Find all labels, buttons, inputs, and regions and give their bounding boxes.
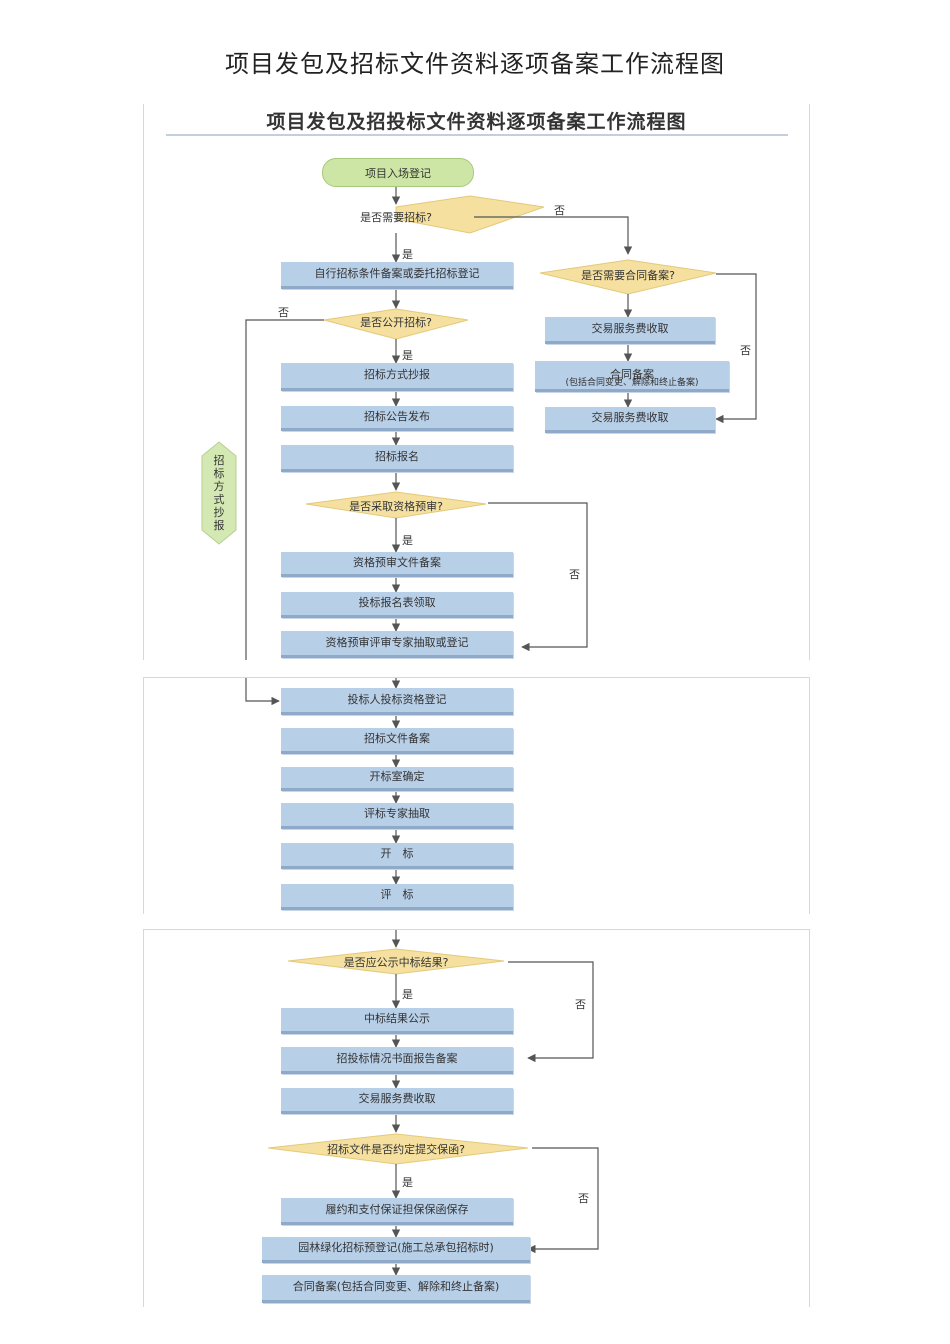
bidder-register-box: 投标人投标资格登记 xyxy=(281,688,513,715)
bidder-register-label: 投标人投标资格登记 xyxy=(347,692,447,706)
expert-draw-box: 评标专家抽取 xyxy=(281,803,513,829)
decision-prequal-shape xyxy=(305,491,487,519)
tender-signup-label: 招标报名 xyxy=(375,449,419,463)
edge-label-yes-5: 是 xyxy=(402,1176,413,1189)
edge-label-yes-1: 是 xyxy=(402,248,413,261)
tender-method-report-label: 招标方式抄报 xyxy=(364,368,430,382)
bid-eval-label: 评 标 xyxy=(380,888,414,902)
bid-room-confirm-label: 开标室确定 xyxy=(369,770,425,784)
edge-label-no-6: 否 xyxy=(578,1192,589,1205)
contract-record-final-box: 合同备案(包括合同变更、解除和终止备案) xyxy=(262,1275,530,1303)
panel-2-connectors xyxy=(245,678,401,885)
tender-notice-label: 招标公告发布 xyxy=(364,409,430,423)
contract-record-final-label: 合同备案(包括合同变更、解除和终止备案) xyxy=(292,1280,500,1294)
tender-file-record-box: 招标文件备案 xyxy=(281,728,513,754)
panel-3-connectors xyxy=(267,930,599,1276)
side-hexagon-shape xyxy=(201,441,237,545)
fee-collect-3-label: 交易服务费收取 xyxy=(358,1092,436,1106)
side-label: 招标方式抄报 xyxy=(213,454,225,532)
prequal-expert-box: 资格预审评审专家抽取或登记 xyxy=(281,631,513,658)
bid-form-get-box: 投标报名表领取 xyxy=(281,592,513,618)
prequal-file-record-box: 资格预审文件备案 xyxy=(281,552,513,577)
panel-1-connectors xyxy=(166,134,788,660)
tender-method-report-box: 招标方式抄报 xyxy=(281,363,513,391)
bid-open-box: 开 标 xyxy=(281,843,513,869)
fee-collect-2-label: 交易服务费收取 xyxy=(591,411,669,425)
decision-contract-record: 是否需要合同备案? xyxy=(581,269,675,282)
edge-label-no-2: 否 xyxy=(740,344,751,357)
prequal-file-record-label: 资格预审文件备案 xyxy=(353,555,441,569)
decision-publicize: 是否应公示中标结果? xyxy=(343,956,449,969)
start-node: 项目入场登记 xyxy=(322,158,474,187)
edge-label-yes-2: 是 xyxy=(402,349,413,362)
expert-draw-label: 评标专家抽取 xyxy=(364,807,430,821)
fee-collect-1-label: 交易服务费收取 xyxy=(591,321,669,335)
decision-need-tender-shape xyxy=(395,195,545,234)
bid-room-confirm-box: 开标室确定 xyxy=(281,767,513,791)
start-node-label: 项目入场登记 xyxy=(365,166,431,180)
edge-label-no-1: 否 xyxy=(554,204,565,217)
flow-panel-1: 项目发包及招投标文件资料逐项备案工作流程图 xyxy=(143,104,810,660)
result-publicize-label: 中标结果公示 xyxy=(364,1012,430,1026)
contract-record-1-note: (包括合同变更、解除和终止备案) xyxy=(565,378,699,388)
decision-prequal: 是否采取资格预审? xyxy=(349,500,443,513)
contract-record-1-box: 合同备案 xyxy=(535,361,729,392)
tender-notice-box: 招标公告发布 xyxy=(281,406,513,431)
decision-publicize-shape xyxy=(287,948,505,975)
fee-collect-1-box: 交易服务费收取 xyxy=(545,317,715,344)
edge-label-no-3: 否 xyxy=(278,306,289,319)
document-title: 项目发包及招标文件资料逐项备案工作流程图 xyxy=(225,50,725,78)
decision-guarantee-shape xyxy=(267,1133,529,1165)
edge-label-no-5: 否 xyxy=(575,998,586,1011)
tender-file-record-label: 招标文件备案 xyxy=(364,732,430,746)
decision-public-tender: 是否公开招标? xyxy=(360,316,432,329)
bid-form-get-label: 投标报名表领取 xyxy=(358,596,436,610)
guarantee-save-box: 履约和支付保证担保保函保存 xyxy=(281,1198,513,1225)
flow-panel-3: 是否应公示中标结果? 是 否 中标结果公示 招投标情况书面报告备案 交易服务费收… xyxy=(143,929,810,1307)
decision-guarantee: 招标文件是否约定提交保函? xyxy=(327,1143,465,1156)
edge-label-yes-4: 是 xyxy=(402,988,413,1001)
guarantee-save-label: 履约和支付保证担保保函保存 xyxy=(325,1202,469,1216)
edge-label-no-4: 否 xyxy=(569,568,580,581)
self-tender-record-box: 自行招标条件备案或委托招标登记 xyxy=(281,262,513,289)
edge-label-yes-3: 是 xyxy=(402,534,413,547)
contract-record-1-label: 合同备案 xyxy=(610,367,654,381)
report-record-label: 招投标情况书面报告备案 xyxy=(336,1051,458,1065)
fee-collect-3-box: 交易服务费收取 xyxy=(281,1088,513,1114)
result-publicize-box: 中标结果公示 xyxy=(281,1008,513,1034)
bid-eval-box: 评 标 xyxy=(281,884,513,910)
panel-title: 项目发包及招投标文件资料逐项备案工作流程图 xyxy=(266,111,687,133)
flow-panel-2: 投标人投标资格登记 招标文件备案 开标室确定 评标专家抽取 开 标 评 标 xyxy=(143,677,810,914)
bid-open-label: 开 标 xyxy=(380,847,414,861)
garden-record-label: 园林绿化招标预登记(施工总承包招标时) xyxy=(298,1241,494,1255)
fee-collect-2-box: 交易服务费收取 xyxy=(545,407,715,433)
tender-signup-box: 招标报名 xyxy=(281,445,513,472)
decision-need-tender: 是否需要招标? xyxy=(360,211,432,224)
garden-record-box: 园林绿化招标预登记(施工总承包招标时) xyxy=(262,1237,530,1263)
decision-contract-record-shape xyxy=(539,259,717,295)
decision-public-tender-shape xyxy=(323,308,469,340)
report-record-box: 招投标情况书面报告备案 xyxy=(281,1047,513,1074)
prequal-expert-label: 资格预审评审专家抽取或登记 xyxy=(325,635,469,649)
self-tender-record-label: 自行招标条件备案或委托招标登记 xyxy=(314,266,480,280)
